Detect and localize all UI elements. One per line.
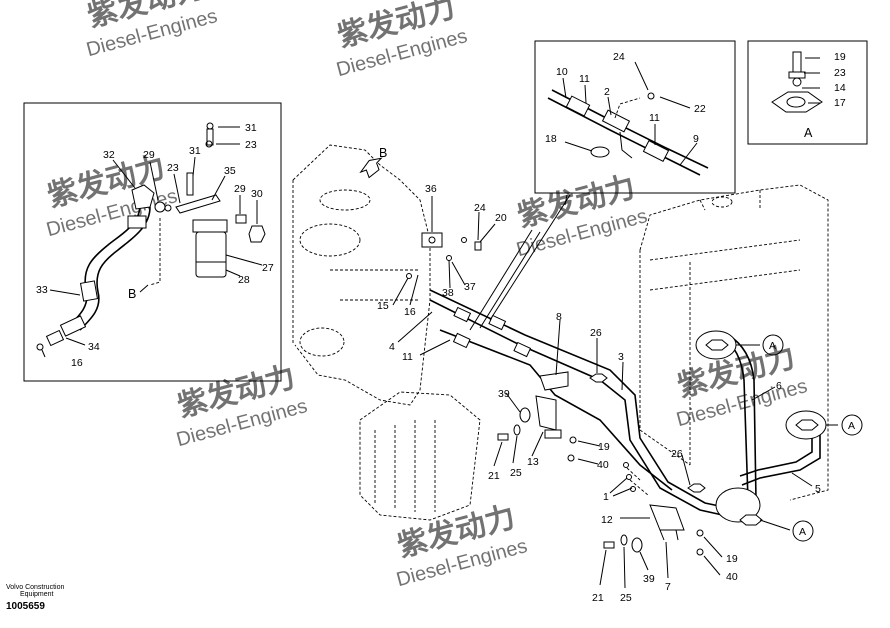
watermark-tile: 紫发动力 Diesel-Engines: [334, 0, 470, 81]
view-a-inset: 19 23 14 17 A: [747, 40, 868, 145]
callout-13: 13: [527, 456, 539, 468]
view-label-a-inset: A: [804, 126, 813, 140]
callout-31: 31: [245, 122, 257, 134]
callout-27: 27: [262, 262, 274, 274]
left-detail-inset: 31 23 32 29 31 23 35 29 30 27 28 33 34 1…: [23, 102, 282, 382]
callout-15: 15: [377, 300, 389, 312]
view-label-b: B: [379, 146, 387, 160]
callout-30: 30: [251, 188, 263, 200]
view-label-a-3: A: [799, 526, 806, 538]
callout-5: 5: [815, 483, 821, 495]
callout-20: 20: [495, 212, 507, 224]
callout-40: 40: [597, 459, 609, 471]
callout-19: 19: [598, 441, 610, 453]
callout-4: 4: [389, 341, 395, 353]
callout-9: 9: [693, 133, 699, 145]
callout-7: 7: [665, 581, 671, 593]
callout-6: 6: [776, 380, 782, 392]
callout-35: 35: [224, 165, 236, 177]
callout-26: 26: [671, 448, 683, 460]
main-callouts: 36 24 20 15 16 38 37 4 11 8 26 3 6 39 19…: [377, 183, 821, 604]
callout-24: 24: [474, 202, 486, 214]
callout-34: 34: [88, 341, 100, 353]
watermark: 紫发动力 Diesel-Engines 紫发动力 Diesel-Engines …: [44, 0, 810, 592]
callout-21: 21: [488, 470, 500, 482]
callout-28: 28: [238, 274, 250, 286]
watermark-tile: 紫发动力 Diesel-Engines: [44, 151, 180, 242]
view-b-arrow-icon: [359, 157, 383, 179]
watermark-tile: 紫发动力 Diesel-Engines: [174, 361, 310, 452]
top-pipe-detail-inset: 24 10 11 2 22 11 18 9: [534, 40, 736, 194]
callout-19: 19: [834, 51, 846, 63]
callout-2: 2: [604, 86, 610, 98]
callout-39: 39: [643, 573, 655, 585]
callout-18: 18: [545, 133, 557, 145]
callout-33: 33: [36, 284, 48, 296]
callout-19: 19: [726, 553, 738, 565]
view-markers: B A A A: [359, 146, 863, 542]
callout-25: 25: [510, 467, 522, 479]
callout-11: 11: [402, 351, 413, 363]
callout-29: 29: [143, 149, 155, 161]
callout-29: 29: [234, 183, 246, 195]
callout-12: 12: [601, 514, 613, 526]
machine-outline: [292, 144, 829, 521]
leader-lines: [392, 194, 838, 589]
brand-line-2: Equipment: [20, 591, 54, 598]
callout-37: 37: [464, 281, 476, 293]
callout-24: 24: [613, 51, 625, 63]
callout-16: 16: [71, 357, 83, 369]
brand-line-1: Volvo Construction: [6, 584, 65, 591]
callout-11: 11: [579, 73, 590, 85]
hydraulic-lines: [406, 194, 827, 556]
callout-25: 25: [620, 592, 632, 604]
callout-22: 22: [694, 103, 706, 115]
callout-1: 1: [603, 491, 609, 503]
view-a-callout-circle: [762, 334, 784, 356]
callout-14: 14: [834, 82, 846, 94]
callout-16: 16: [404, 306, 416, 318]
callout-31: 31: [189, 145, 201, 157]
callout-21: 21: [592, 592, 604, 604]
part-number: 1005659: [6, 601, 45, 612]
callout-36: 36: [425, 183, 437, 195]
callout-40: 40: [726, 571, 738, 583]
callout-10: 10: [556, 66, 568, 78]
view-label-a-2: A: [848, 420, 855, 432]
callout-26: 26: [590, 327, 602, 339]
callout-11: 11: [649, 112, 660, 124]
view-a-callout-circle: [792, 520, 814, 542]
callout-38: 38: [442, 287, 454, 299]
callout-23: 23: [167, 162, 179, 174]
view-label-b-detail: B: [128, 287, 136, 301]
watermark-tile: 紫发动力 Diesel-Engines: [84, 0, 220, 61]
callout-32: 32: [103, 149, 115, 161]
callout-39: 39: [498, 388, 510, 400]
callout-8: 8: [556, 311, 562, 323]
view-a-callout-circle: [841, 414, 863, 436]
watermark-tile: 紫发动力 Diesel-Engines: [514, 171, 650, 262]
callout-23: 23: [245, 139, 257, 151]
callout-23: 23: [834, 67, 846, 79]
callout-17: 17: [834, 97, 846, 109]
view-label-a-1: A: [769, 340, 776, 352]
watermark-tile: 紫发动力 Diesel-Engines: [394, 501, 530, 592]
callout-3: 3: [618, 351, 624, 363]
